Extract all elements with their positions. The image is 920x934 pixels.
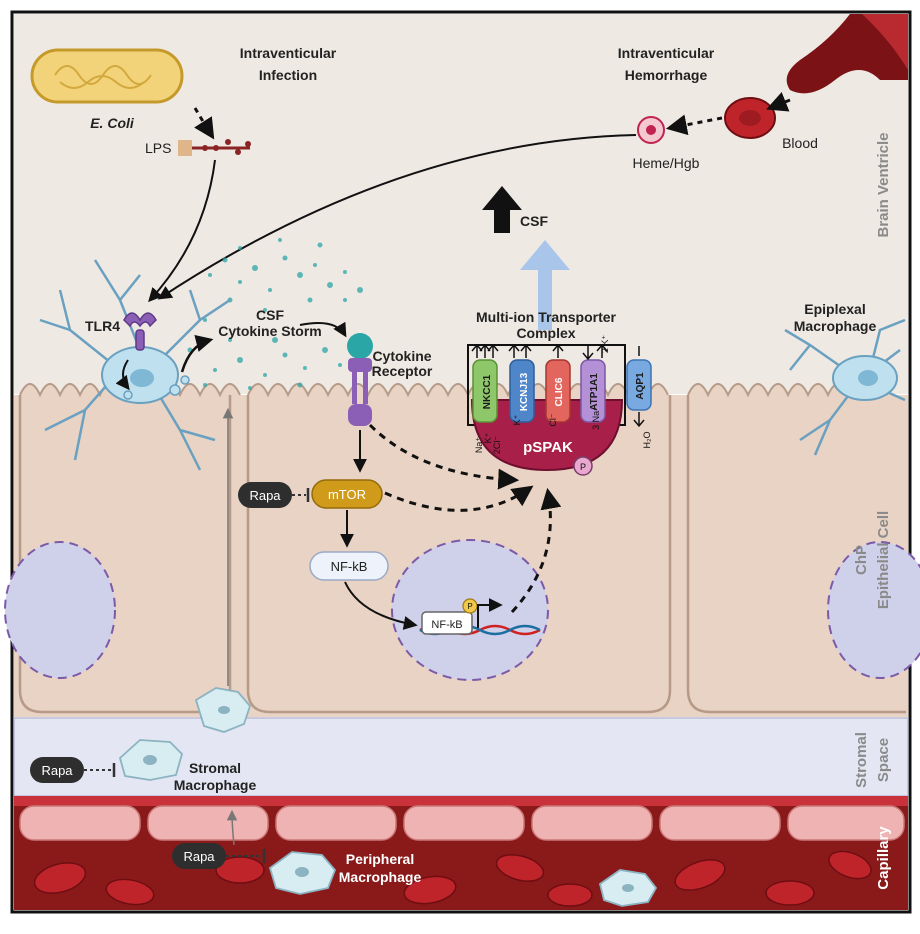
lps-label: LPS [145, 140, 171, 156]
ecoli-label: E. Coli [90, 115, 135, 131]
stromal-macrophage-icon [118, 739, 184, 781]
mtor-to-spak-arrow [384, 485, 534, 512]
nfkb-to-nucleus-arrow [344, 581, 418, 630]
ecoli-to-lps-arrow [193, 107, 215, 140]
ion-2cl-label: 2Cl⁻ [492, 436, 502, 455]
tlr4-label: TLR4 [85, 318, 120, 334]
cytokine-receptor-label-line1: Cytokine [372, 348, 431, 364]
stromal-label: Stromal [853, 732, 870, 788]
nucleus-to-spak-arrow [510, 487, 562, 614]
capillary-region [14, 805, 908, 910]
rapa-label-epithelial: Rapa [249, 488, 281, 503]
nfkb-nuclear-label: NF-kB [431, 619, 462, 631]
peripheral-macrophage-icon [268, 851, 337, 895]
lps-to-tlr4-arrow [148, 159, 216, 303]
rapa-label-stromal: Rapa [41, 763, 73, 778]
diagram-border [10, 10, 912, 914]
cytokine-receptor-icon [347, 333, 373, 426]
tlr4-receptor-icon [123, 312, 157, 351]
nfkb-node [309, 551, 389, 581]
blood-to-heme-arrow [665, 114, 723, 136]
brain-ventricle-label: Brain Ventricle [875, 132, 892, 237]
ruptured-vessel-icon [786, 14, 908, 94]
mtor-node [311, 479, 383, 509]
peripheral-macrophage-label-line2: Macrophage [339, 869, 422, 885]
clic6-label: CLIC6 [554, 377, 565, 406]
storm-to-receptor-arrow [299, 321, 347, 338]
storm-label-line1: CSF [256, 307, 284, 323]
ion-h2o-label: H₂O [642, 432, 652, 449]
basement-membrane [14, 796, 908, 806]
microglia-to-storm-arrow [180, 334, 214, 373]
csf-output-label: CSF [520, 213, 548, 229]
e-coli-bacterium-icon [30, 48, 184, 104]
csf-secretion-arrow [520, 240, 570, 330]
transporter-title-line1: Multi-ion Transporter [476, 309, 617, 325]
nkcc1-label: NKCC1 [482, 374, 493, 409]
transporter-title-line2: Complex [516, 325, 575, 341]
phospho-nuclear-label: P [467, 602, 472, 611]
stromal-macrophage-upper-icon [194, 687, 252, 733]
epithelial-cell-label: Epithelial Cell [875, 511, 892, 609]
tlr4-internal-arrow [115, 359, 130, 391]
lps-molecule-icon [178, 139, 251, 156]
ion-cl-label: Cl⁻ [548, 413, 558, 426]
heme-icon [637, 116, 665, 144]
capillary-label: Capillary [875, 826, 892, 890]
phospho-badge-spak [573, 456, 593, 476]
heme-label: Heme/Hgb [633, 155, 700, 171]
infection-title-line2: Infection [259, 67, 317, 83]
channel-atp1a1 [580, 359, 606, 423]
cytokine-receptor-label-line2: Receptor [372, 363, 433, 379]
ion-k-label: K⁺ [483, 432, 493, 443]
epiplexal-label-line1: Epiplexal [804, 301, 865, 317]
mtor-label: mTOR [328, 487, 366, 502]
hemorrhage-title-line1: Intraventicular [618, 45, 715, 61]
peripheral-to-stromal-arrow [226, 809, 238, 846]
receptor-to-spak-arrow [368, 423, 520, 490]
channel-aqp1 [626, 359, 652, 411]
stromal-macrophage-label-line2: Macrophage [174, 777, 257, 793]
choroid-plexus-epithelium [4, 383, 920, 717]
heme-to-tlr4-arrow [157, 134, 637, 300]
ion-3na-label: 3 Na⁺ [591, 406, 601, 430]
ion-flux-arrows [471, 343, 645, 428]
channel-nkcc1 [472, 359, 498, 423]
nfkb-label: NF-kB [331, 559, 368, 574]
ion-na-label: Na⁺ [474, 437, 484, 454]
chp-label: ChP [853, 545, 870, 575]
stromal-macrophage-label-line1: Stromal [189, 760, 241, 776]
epiplexal-label-line2: Macrophage [794, 318, 877, 334]
peripheral-macrophage-label-line1: Peripheral [346, 851, 414, 867]
pspak-label: pSPAK [523, 439, 573, 456]
rapa-label-peripheral: Rapa [183, 849, 215, 864]
atp1a1-label: ATP1A1 [589, 373, 600, 411]
hemorrhage-title-line2: Hemorrhage [625, 67, 708, 83]
csf-increase-arrow-icon [482, 186, 522, 233]
infection-title-line1: Intraventicular [240, 45, 337, 61]
kcnj13-label: KCNJ13 [519, 372, 530, 411]
aqp1-label: AQP1 [635, 372, 646, 400]
phospho-spak-label: P [580, 462, 586, 472]
blood-label: Blood [782, 135, 818, 151]
channel-kcnj13 [509, 359, 535, 423]
rapa-pill-peripheral [172, 843, 226, 869]
space-label: Space [875, 738, 892, 782]
ion-2k-label: 2 K⁺ [600, 335, 610, 354]
cytokine-particles [187, 238, 363, 390]
transcription-start-arrow [477, 598, 503, 628]
channel-clic6 [545, 359, 571, 423]
vessel-to-blood-arrow [766, 92, 791, 112]
rapa-pill-epithelial [238, 482, 292, 508]
nfkb-nuclear-node [421, 611, 473, 635]
red-blood-cells [33, 850, 872, 907]
rapa-pill-stromal [30, 757, 84, 783]
ion-k-kcnj13-label: K⁺ [512, 414, 522, 425]
microglia-cell-left [39, 259, 231, 471]
storm-label-line2: Cytokine Storm [218, 323, 321, 339]
circulating-macrophage-icon [598, 869, 658, 907]
